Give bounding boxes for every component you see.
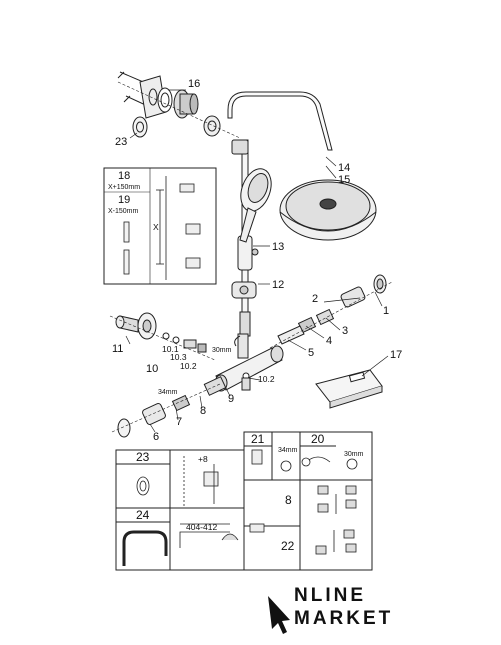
table-number-21: 21 <box>251 432 265 446</box>
callout-5: 5 <box>308 347 314 359</box>
callout-12: 12 <box>272 279 284 291</box>
table-number-20: 20 <box>311 432 325 446</box>
callout-10-3: 10.3 <box>170 352 187 362</box>
callout-9: 9 <box>228 393 234 405</box>
callout-10-1: 10.1 <box>162 344 179 354</box>
inset-dim-x: X <box>153 222 159 232</box>
left-connection-group <box>109 312 216 361</box>
wall-bracket-group <box>117 71 241 139</box>
callout-14: 14 <box>338 162 350 174</box>
table-dim-34mm: 34mm <box>278 447 298 454</box>
parts-table-contents <box>122 449 358 566</box>
cursor-icon <box>268 596 290 634</box>
table-number-22: 22 <box>281 539 295 553</box>
table-number-8: 8 <box>285 493 292 507</box>
table-number-23: 23 <box>136 450 150 464</box>
table-number-24: 24 <box>136 508 150 522</box>
callout-6: 6 <box>153 431 159 443</box>
inset-dim-19: X-150mm <box>108 208 139 215</box>
callout-2: 2 <box>312 293 318 305</box>
callout-10-2b: 10.2 <box>258 374 275 384</box>
callout-10: 10 <box>146 363 158 375</box>
callout-10-2: 10.2 <box>180 361 197 371</box>
logo-line-online: NLINE <box>294 585 366 606</box>
rail-length-inset: 18 X+150mm 19 X-150mm X <box>103 167 217 285</box>
inset-number-18: 18 <box>118 170 130 182</box>
callout-13: 13 <box>272 241 284 253</box>
hand-shower <box>239 168 272 243</box>
logo-line-market: MARKET <box>294 608 393 629</box>
overhead-shower-head <box>279 179 377 241</box>
right-connection-group <box>269 274 393 349</box>
inset-dim-18: X+150mm <box>108 184 140 191</box>
lower-left-group <box>111 376 227 438</box>
table-dim-plus8: +8 <box>198 454 208 464</box>
table-dim-range: 404-412 <box>186 522 217 532</box>
callout-8: 8 <box>200 405 206 417</box>
callout-3: 3 <box>342 325 348 337</box>
table-dim-30mm: 30mm <box>344 451 364 458</box>
callout-17: 17 <box>390 349 402 361</box>
callout-16: 16 <box>188 78 200 90</box>
callout-23: 23 <box>115 136 127 148</box>
shelf <box>315 369 383 409</box>
parts-table-labels: 21 34mm 20 30mm 23 +8 8 24 404-412 22 <box>136 432 364 553</box>
callout-15: 15 <box>338 174 350 186</box>
callout-7: 7 <box>176 416 182 428</box>
callout-4: 4 <box>326 335 332 347</box>
callout-1: 1 <box>383 305 389 317</box>
callout-11: 11 <box>112 343 123 355</box>
parts-table <box>115 431 373 571</box>
dim-30mm-top: 30mm <box>212 347 232 354</box>
leader-lines <box>125 89 389 433</box>
inset-number-19: 19 <box>118 194 130 206</box>
dim-34mm-left: 34mm <box>158 389 178 396</box>
callout-labels: 16 23 14 15 13 12 2 1 3 4 5 17 11 10.1 1… <box>112 78 402 443</box>
online-market-logo: NLINE MARKET <box>268 585 393 634</box>
